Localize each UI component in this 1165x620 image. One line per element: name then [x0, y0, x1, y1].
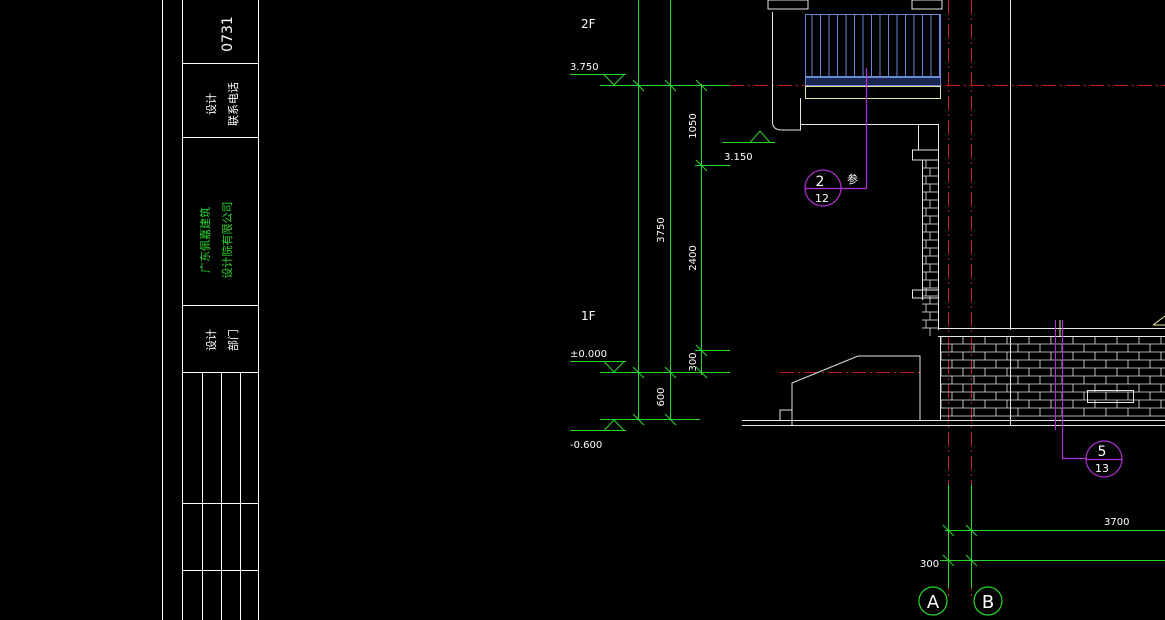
floor-1f-label: 1F — [581, 309, 596, 323]
dim-300-horizontal: 300 — [920, 559, 939, 570]
axis-a-label: A — [927, 592, 940, 613]
company-name-line1: 广东佩嘉建筑 — [198, 207, 212, 273]
level-markers — [570, 74, 775, 431]
elevation-0000-label: ±0.000 — [570, 349, 607, 360]
base-yellow-edges — [1059, 315, 1165, 336]
level-texts: 2F 1F 3.750 3.150 ±0.000 -0.600 — [570, 17, 753, 451]
axis-bubbles: A B — [918, 586, 1003, 616]
title-block-text: 0731 设计 联系电话 广东佩嘉建筑 设计院有限公司 设计 部门 — [198, 16, 240, 351]
phone-code-label: 0731 — [220, 16, 236, 52]
building-outline — [742, 0, 1165, 426]
dim-600: 600 — [656, 387, 667, 406]
axis-b-label: B — [982, 592, 994, 613]
company-name-line2: 设计院有限公司 — [220, 202, 234, 279]
axis-lines — [730, 0, 1165, 600]
design-dept-label-2: 部门 — [226, 329, 240, 351]
floor-2f-label: 2F — [581, 17, 596, 31]
contact-phone-label: 联系电话 — [227, 82, 240, 126]
dim-1050: 1050 — [688, 113, 699, 138]
design-dept-label-1: 设计 — [205, 329, 218, 351]
detail-ref-5-bottom: 13 — [1095, 462, 1109, 475]
dim-3750: 3750 — [656, 217, 667, 242]
design-label: 设计 — [205, 93, 218, 115]
elevation-3750-label: 3.750 — [570, 62, 599, 73]
dimension-texts: 3750 1050 2400 300 600 3700 300 — [656, 113, 1129, 570]
detail-reference-2-12: 2 12 参 — [804, 68, 868, 207]
detail-ref-2-note: 参 — [847, 172, 858, 186]
plan-dimension-lines — [940, 485, 1165, 588]
dim-300-vertical: 300 — [688, 352, 699, 371]
balcony-railing — [767, 0, 943, 99]
stone-cladding-column — [922, 159, 938, 336]
elevation-m0600-label: -0.600 — [570, 440, 602, 451]
dim-3700: 3700 — [1104, 517, 1129, 528]
detail-ref-5-top: 5 — [1098, 444, 1107, 460]
detail-ref-2-top: 2 — [816, 174, 825, 190]
elevation-3150-label: 3.150 — [724, 152, 753, 163]
stone-plinth — [940, 336, 1165, 417]
detail-ref-2-bottom: 12 — [815, 192, 829, 205]
detail-reference-5-13: 5 13 — [1055, 320, 1123, 478]
dim-2400: 2400 — [688, 245, 699, 270]
title-block — [162, 0, 259, 620]
vertical-dimension-lines — [600, 0, 730, 426]
